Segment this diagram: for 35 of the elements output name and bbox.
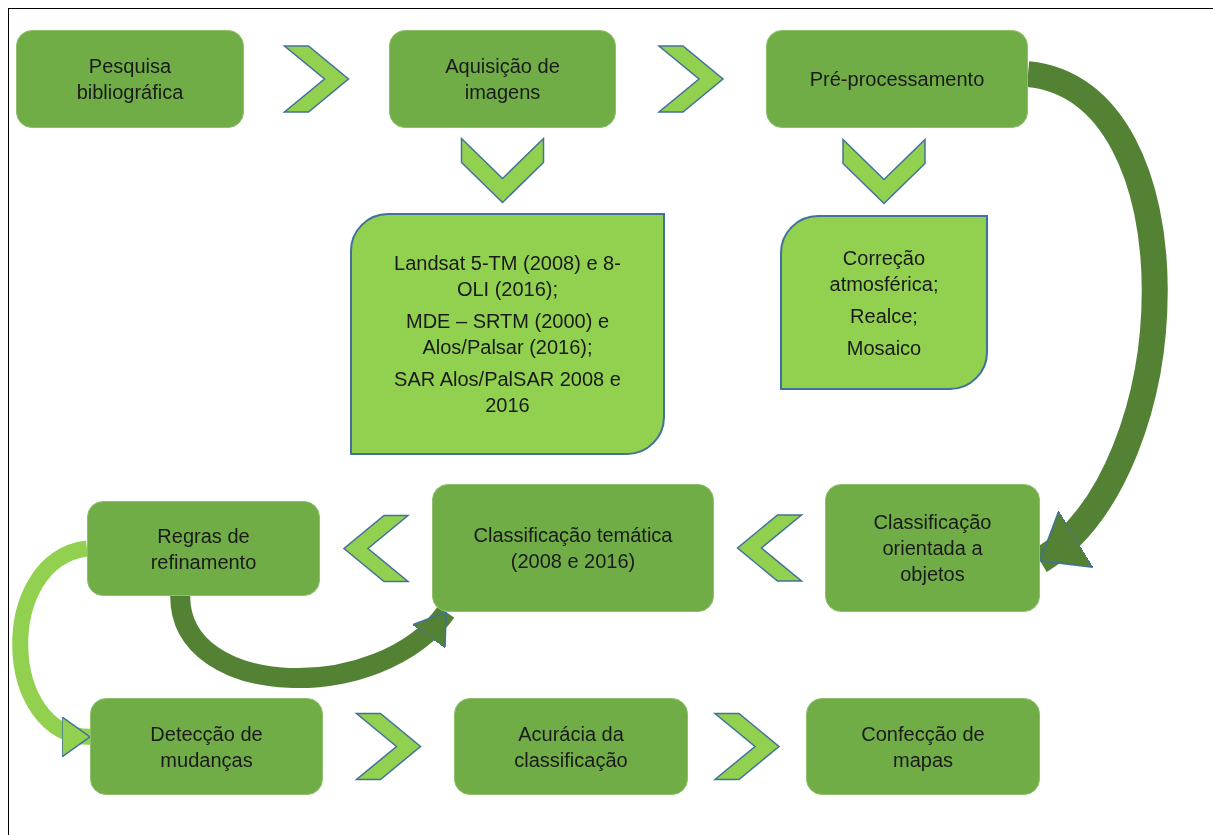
process-box [87,501,320,596]
node-text: Landsat 5-TM (2008) e 8-OLI (2016); [393,251,622,302]
curved-arrow [170,594,454,688]
process-box [432,484,714,612]
chevron-arrow [460,136,545,204]
process-box [825,484,1040,612]
node-text: Acurácia da classificação [513,721,629,773]
node-text: Pré-processamento [809,67,985,92]
node-text: Realce; [850,303,918,329]
process-box [766,30,1028,128]
chevron-arrow [282,45,350,113]
chevron-arrow [842,137,926,205]
node-text: Classificação orientada a objetos [872,510,993,587]
chevron-arrow [712,712,781,781]
chevron-arrow [354,712,422,781]
node-text: Confecção de mapas [860,721,986,773]
node-text: Regras de refinamento [149,523,258,575]
detail-box [780,215,988,390]
node-text: MDE – SRTM (2000) e Alos/Palsar (2016); [405,309,610,360]
node-text: Pesquisa bibliográfica [75,54,185,105]
node-text: Aquisição de imagens [444,54,561,105]
node-text: Detecção de mudanças [149,721,264,773]
node-text: SAR Alos/PalSAR 2008 e 2016 [393,367,622,418]
node-text: Classificação temática (2008 e 2016) [472,523,674,574]
process-box [454,698,688,795]
chevron-arrow [736,514,804,582]
chevron-arrow [656,45,725,113]
chevron-arrow [342,514,411,583]
node-text: Mosaico [846,335,922,361]
node-text: Correção atmosférica; [828,245,940,297]
process-box [16,30,244,128]
detail-box [350,213,665,455]
process-box [90,698,323,795]
process-box [806,698,1040,795]
process-box [389,30,616,128]
